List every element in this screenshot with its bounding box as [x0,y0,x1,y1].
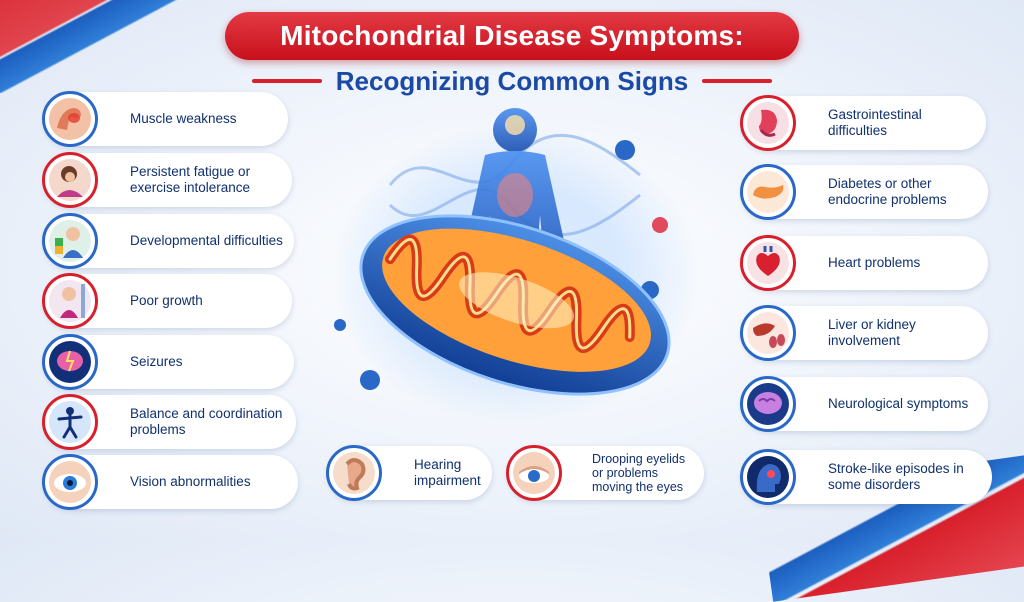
symptom-card-hearing: Hearing impairment [326,445,492,501]
symptom-card-neurological: Neurological symptoms [740,376,988,432]
symptom-label: Gastrointestinal difficulties [828,107,922,138]
symptom-label: Balance and coordination problems [130,406,283,437]
subtitle-divider-left [251,79,322,83]
symptom-label: Liver or kidney involvement [828,317,916,348]
child-blocks-icon [42,213,98,269]
symptom-label: Developmental difficulties [130,233,283,248]
drooping-eye-icon [506,445,562,501]
subtitle-divider-right [702,79,773,83]
symptom-label: Stroke-like episodes in some disorders [828,461,964,492]
heart-icon [740,235,796,291]
symptom-card-diabetes: Diabetes or other endocrine problems [740,164,988,220]
page-subtitle: Recognizing Common Signs [335,65,689,96]
symptom-card-liver-kidney: Liver or kidney involvement [740,305,988,361]
molecule-icon [334,319,346,331]
symptom-label: Heart problems [828,255,921,270]
symptom-card-vision: Vision abnormalities [42,454,298,510]
symptom-card-drooping-eyelids: Drooping eyelids or problems moving the … [506,445,704,501]
symptom-card-stroke-like: Stroke-like episodes in some disorders [740,449,992,505]
molecule-icon [652,217,668,233]
page-title: Mitochondrial Disease Symptoms: [280,20,744,51]
balance-figure-icon [42,394,98,450]
mitochondrion-illustration [320,95,710,435]
stroke-head-icon [740,449,796,505]
symptom-label: Poor growth [130,293,203,308]
symptom-card-balance: Balance and coordination problems [42,394,296,450]
brain-seizure-icon [42,334,98,390]
eye-icon [42,454,98,510]
symptom-card-gastrointestinal: Gastrointestinal difficulties [740,95,986,151]
tired-person-icon [42,152,98,208]
molecule-icon [360,370,380,390]
liver-kidney-icon [740,305,796,361]
title-banner: Mitochondrial Disease Symptoms: [225,12,799,60]
brain-icon [740,376,796,432]
symptom-card-seizures: Seizures [42,334,294,390]
symptom-card-heart: Heart problems [740,235,988,291]
stomach-icon [740,95,796,151]
symptom-card-muscle-weakness: Muscle weakness [42,91,288,147]
child-height-icon [42,273,98,329]
symptom-label: Drooping eyelids or problems moving the … [592,452,686,494]
human-figure-icon [465,108,565,285]
symptom-label: Seizures [130,354,183,369]
pancreas-icon [740,164,796,220]
symptom-card-developmental: Developmental difficulties [42,213,294,269]
symptom-label: Vision abnormalities [130,474,251,489]
subtitle-row: Recognizing Common Signs [200,64,824,98]
symptom-label: Muscle weakness [130,111,237,126]
symptom-label: Persistent fatigue or exercise intoleran… [130,164,251,195]
flexed-arm-icon [42,91,98,147]
ear-icon [326,445,382,501]
mitochondrion-illustration-svg [330,108,700,425]
symptom-label: Hearing impairment [414,457,481,488]
symptom-label: Diabetes or other endocrine problems [828,176,947,207]
symptom-label: Neurological symptoms [828,396,969,411]
mitochondrion-icon [359,214,671,396]
molecule-icon [615,140,635,160]
symptom-card-poor-growth: Poor growth [42,273,292,329]
symptom-card-fatigue: Persistent fatigue or exercise intoleran… [42,152,292,208]
